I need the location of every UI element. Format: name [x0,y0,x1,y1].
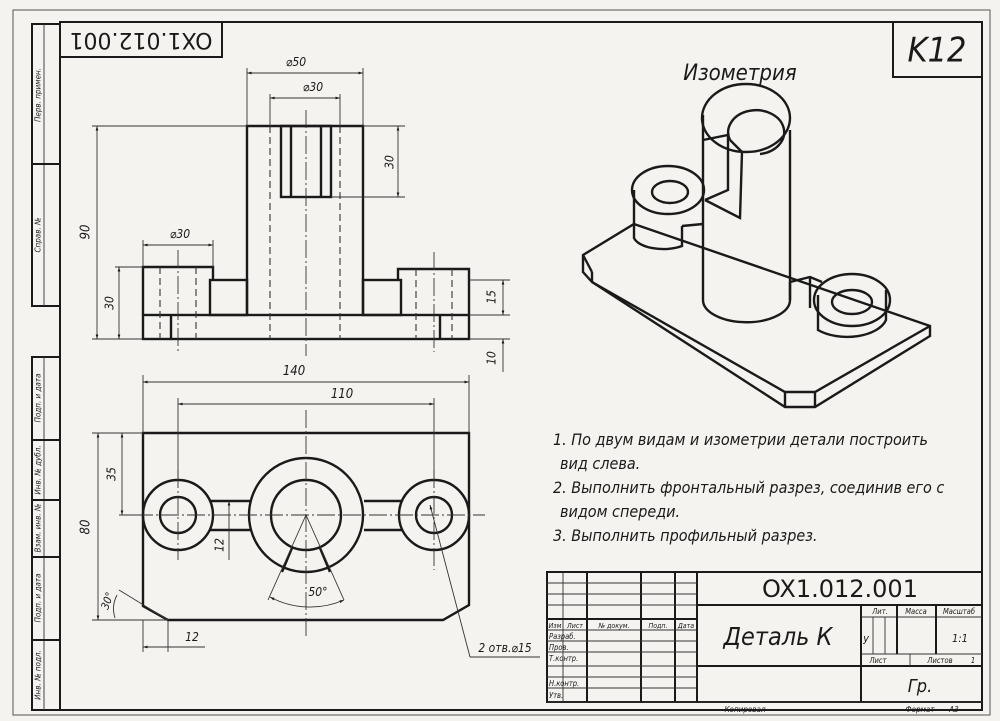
stamp-label-sign-date-1: Подп. и дата [34,373,43,422]
isometric-title: Изометрия [683,61,797,86]
tb-row-label: Пров. [549,643,569,652]
tb-lit-value: у [862,632,869,645]
front-right-boss [396,267,471,315]
tb-group: Гр. [908,676,932,697]
tb-copied-label: Копировал [724,705,766,714]
dim-base-thickness: 10 [485,351,499,365]
dim-chamfer-length: 12 [185,630,199,644]
front-right-rib [361,278,403,317]
dim-boss-diameter: ⌀50 [286,55,306,69]
variant-box: K12 [892,21,983,78]
side-stamp-top: Перв. примен. Справ. № [31,23,61,307]
dim-hole-spacing: 110 [331,387,353,402]
front-left-rib [208,278,249,317]
side-stamp-bottom: Подп. и дата Инв. № дубл. Взам. инв. № П… [31,356,61,711]
tb-part-name: Деталь К [722,622,833,651]
tb-lit-label: Лит. [871,607,888,616]
title-block: Изм Лист № докум. Подп. Дата Разраб. Про… [546,571,983,714]
instruction-line: 3. Выполнить профильный разрез. [553,526,817,545]
dim-right-boss-height: 15 [485,290,499,304]
tb-row-label: Утв. [549,691,563,700]
tb-scale-value: 1:1 [952,632,968,645]
instruction-line: видом спереди. [560,502,680,521]
instructions: 1. По двум видам и изометрии детали пост… [553,430,944,545]
trim-border [12,9,991,716]
dim-slot-depth: 30 [383,155,397,169]
dim-center-offset: 35 [105,467,119,481]
tb-sheets-value: 1 [971,656,975,665]
tb-header-col: № докум. [597,622,629,630]
instruction-line: 2. Выполнить фронтальный разрез, соедини… [553,478,944,497]
tb-row-label: Н.контр. [549,679,579,688]
tb-designation: OX1.012.001 [762,575,918,603]
tb-row-label: Т.контр. [549,654,578,663]
dim-left-boss-diameter: ⌀30 [170,227,190,241]
dim-length: 140 [283,364,305,379]
holes-callout: 2 отв.⌀15 [478,641,531,655]
instruction-line: 1. По двум видам и изометрии детали пост… [553,430,928,449]
stamp-label-orig-inv: Инв. № подл. [34,650,43,700]
tb-format-value: A3 [948,705,959,714]
isometric-view: Изометрия [581,61,932,409]
variant-label: K12 [908,31,967,71]
tb-scale-label: Масштаб [943,607,975,616]
drawing-frame [59,21,983,711]
front-view: ⌀50 ⌀30 30 ⌀30 90 30 15 10 [79,55,510,372]
dim-left-boss-height: 30 [103,296,117,310]
stamp-label-repl-inv: Взам. инв. № [34,504,43,553]
tb-header-col: Подп. [648,622,667,630]
stamp-label-first-use: Перв. примен. [34,68,43,122]
dim-slot-angle: 50° [308,585,327,599]
tb-row-label: Разраб. [549,632,576,641]
dim-width: 80 [79,520,94,535]
front-central-boss [245,124,365,315]
dim-rib-width: 12 [213,538,227,552]
tb-header-col: Дата [677,622,694,630]
dim-chamfer-angle: 30° [98,590,116,611]
stamp-label-dup-inv: Инв. № дубл. [34,445,43,494]
tb-format-label: Формат [905,705,935,714]
stamp-label-ref-no: Справ. № [34,217,43,252]
rotated-doc-code: OX1.012.001 [70,27,213,52]
rotated-code-box: OX1.012.001 [59,21,223,58]
tb-sheet-label: Лист [868,656,887,665]
instruction-line: вид слева. [560,454,640,473]
dim-total-height: 90 [79,225,94,240]
tb-header-col: Изм [549,622,562,630]
stamp-label-sign-date-2: Подп. и дата [34,573,43,622]
tb-header-col: Лист [566,622,583,630]
top-view: 140 110 80 35 12 30° 12 50° 2 отв [79,364,540,658]
dim-bore-diameter: ⌀30 [303,80,323,94]
tb-mass-label: Масса [905,607,927,616]
tb-sheets-label: Листов [926,656,952,665]
